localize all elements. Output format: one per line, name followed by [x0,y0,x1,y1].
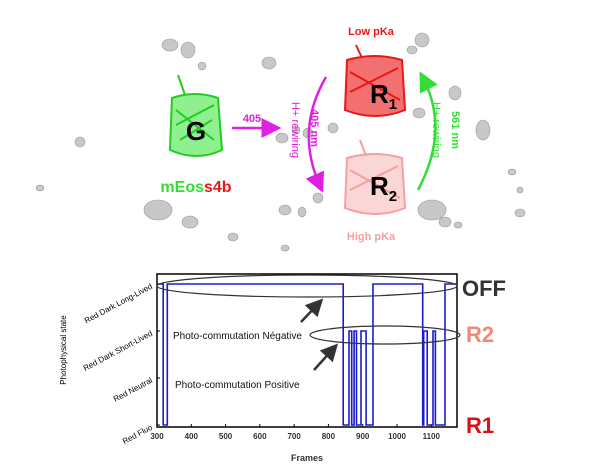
r2-protein: R2 [343,139,407,215]
x-tick-label: 500 [219,432,233,441]
r2-side-label: R2 [466,322,494,347]
r2-ellipse [309,325,461,345]
r1-protein: R1 [343,44,407,117]
green-arc-arrow [416,71,438,191]
plot-frame [156,273,458,428]
x-tick-label: 300 [150,432,164,441]
low-pka-label: Low pKa [348,26,395,38]
x-tick-label: 700 [287,432,301,441]
positive-annotation: Photo-commutation Positive [175,380,300,391]
r1-label: R1 [370,79,397,113]
x-tick-label: 900 [356,432,370,441]
negative-annotation: Photo-commutation Négative [173,331,302,342]
negative-arrow [300,298,324,323]
x-tick-label: 600 [253,432,267,441]
r2-label: R2 [370,171,397,205]
trace-line [157,283,457,426]
green-arc-label-561nm: 561 nm [449,111,461,149]
r1-side-label: R1 [466,413,494,438]
x-axis-label: Frames [291,453,323,463]
x-tick-label: 800 [322,432,336,441]
magenta-arc-label-rewiring: H+ rewiring [289,102,301,158]
magenta-arc-label-405nm: 405 nm [308,109,320,147]
off-label: OFF [462,276,506,301]
arrow-405-label: 405 [243,113,261,125]
magenta-arc-arrow [305,76,328,193]
x-tick-label: 1000 [388,432,406,441]
positive-arrow [313,343,339,371]
green-arc-label-rewiring: H+ rewiring [430,102,442,158]
protein-name: mEoss4b [160,179,231,196]
off-ellipse [156,274,458,298]
g-label: G [186,116,206,146]
green-protein: G [168,74,224,157]
y-tick-label: Red Dark Short-Lived [82,329,154,373]
y-tick-label: Red Neutral [112,376,154,404]
density-blobs [35,32,526,252]
y-tick-label: Red Dark Long-Lived [83,282,154,325]
x-tick-label: 1100 [423,432,441,441]
x-tick-label: 400 [185,432,199,441]
high-pka-label: High pKa [347,231,396,243]
y-axis-label: Photophysical state [59,315,68,385]
